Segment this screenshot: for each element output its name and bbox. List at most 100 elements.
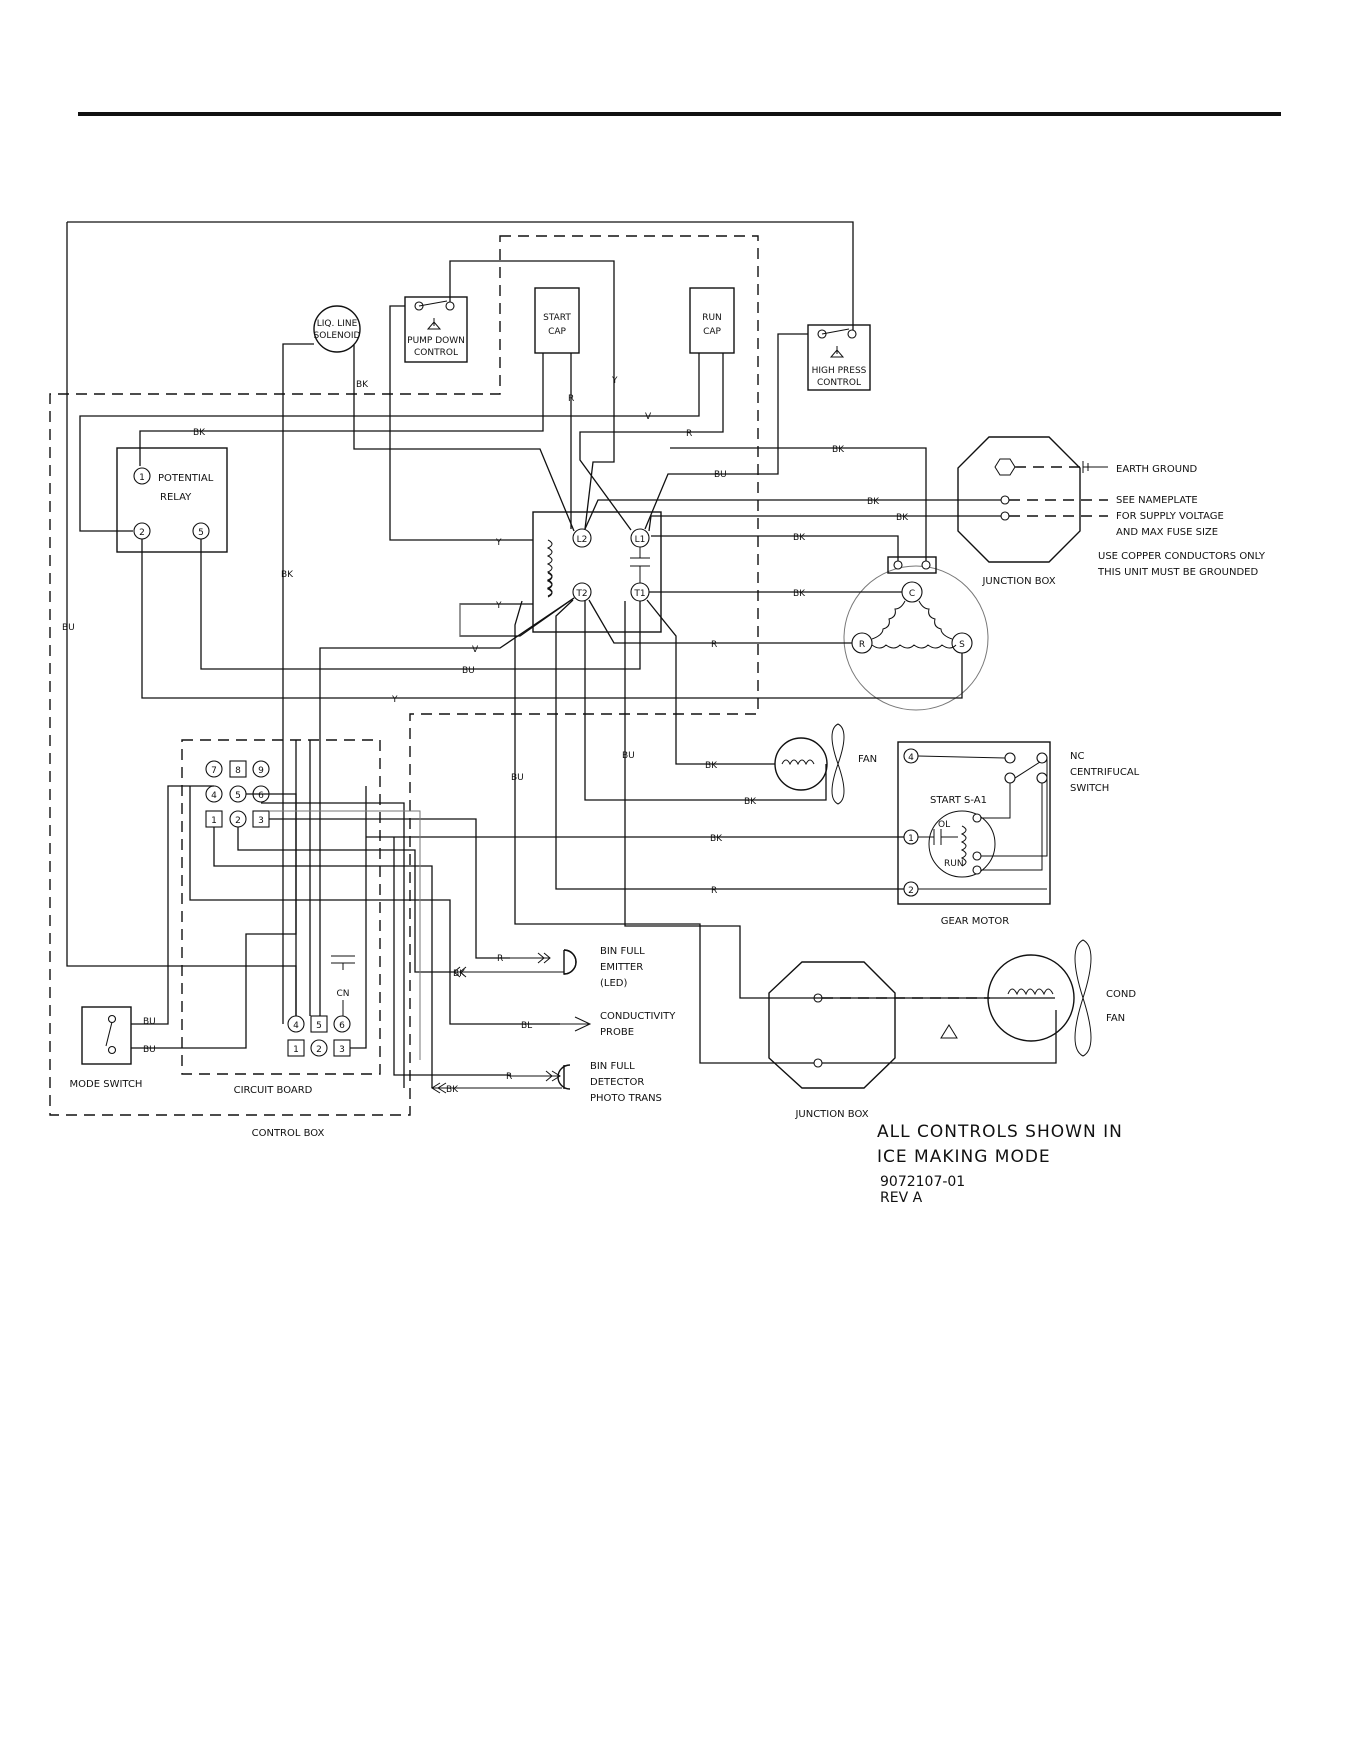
svg-text:2: 2 xyxy=(908,886,914,896)
svg-text:2: 2 xyxy=(139,528,145,538)
svg-text:1: 1 xyxy=(139,473,145,483)
svg-text:START: START xyxy=(543,313,571,323)
svg-text:(LED): (LED) xyxy=(600,978,627,989)
svg-text:BK: BK xyxy=(446,1085,459,1095)
run-cap: RUN CAP xyxy=(689,287,735,354)
svg-text:JUNCTION BOX: JUNCTION BOX xyxy=(794,1109,868,1120)
svg-text:1: 1 xyxy=(908,834,914,844)
junction-box-top: JUNCTION BOX xyxy=(957,436,1081,587)
svg-text:FOR SUPPLY VOLTAGE: FOR SUPPLY VOLTAGE xyxy=(1116,511,1224,522)
svg-text:CENTRIFUCAL: CENTRIFUCAL xyxy=(1070,767,1140,778)
svg-text:PROBE: PROBE xyxy=(600,1027,634,1038)
svg-text:FAN: FAN xyxy=(858,754,877,765)
svg-text:CAP: CAP xyxy=(703,327,721,337)
svg-text:BK: BK xyxy=(193,428,206,438)
svg-text:BU: BU xyxy=(143,1017,156,1027)
svg-text:BK: BK xyxy=(793,533,806,543)
wire-color-labels: BK BK R Y V R BU BK BK BK BK Y BK Y BK V… xyxy=(62,376,909,1095)
svg-text:Y: Y xyxy=(391,695,398,705)
svg-text:BK: BK xyxy=(710,834,723,844)
svg-text:SEE NAMEPLATE: SEE NAMEPLATE xyxy=(1116,495,1198,506)
svg-text:COND: COND xyxy=(1106,989,1136,1000)
circuit-board: 7 8 9 4 5 6 1 2 3 4 5 6 1 2 3 CN CIRCUIT… xyxy=(205,760,355,1096)
svg-text:BK: BK xyxy=(356,380,369,390)
svg-text:RUN: RUN xyxy=(702,313,722,323)
svg-text:9072107-01: 9072107-01 xyxy=(880,1174,965,1190)
svg-text:EARTH GROUND: EARTH GROUND xyxy=(1116,464,1198,475)
start-cap: START CAP xyxy=(534,287,580,354)
svg-text:BK: BK xyxy=(867,497,880,507)
svg-text:R: R xyxy=(506,1072,512,1082)
svg-text:6: 6 xyxy=(339,1021,345,1031)
wires xyxy=(66,221,1057,1088)
svg-text:CIRCUIT BOARD: CIRCUIT BOARD xyxy=(234,1085,313,1096)
svg-text:RELAY: RELAY xyxy=(160,492,192,503)
svg-text:R: R xyxy=(711,886,717,896)
mode-switch: MODE SWITCH xyxy=(70,1006,143,1090)
svg-text:BIN FULL: BIN FULL xyxy=(590,1061,635,1072)
svg-text:BK: BK xyxy=(832,445,845,455)
svg-text:CAP: CAP xyxy=(548,327,566,337)
svg-text:OL: OL xyxy=(938,820,950,830)
svg-text:NC: NC xyxy=(1070,751,1084,762)
svg-text:BU: BU xyxy=(462,666,475,676)
svg-text:REV A: REV A xyxy=(880,1190,923,1206)
svg-text:CN: CN xyxy=(336,989,349,999)
svg-text:1: 1 xyxy=(293,1045,299,1055)
svg-text:T1: T1 xyxy=(633,589,645,599)
svg-text:BK: BK xyxy=(453,969,466,979)
svg-text:CONTROL: CONTROL xyxy=(817,378,861,388)
svg-text:DETECTOR: DETECTOR xyxy=(590,1077,644,1088)
svg-text:C: C xyxy=(909,589,915,599)
svg-text:MODE SWITCH: MODE SWITCH xyxy=(70,1079,143,1090)
enclosures xyxy=(49,235,759,1116)
svg-text:R: R xyxy=(686,429,692,439)
contactor: L2 L1 T2 T1 xyxy=(532,511,662,633)
pump-down-control: PUMP DOWN CONTROL xyxy=(404,296,468,363)
svg-text:USE COPPER CONDUCTORS ONLY: USE COPPER CONDUCTORS ONLY xyxy=(1098,551,1266,562)
svg-text:THIS UNIT MUST BE GROUNDED: THIS UNIT MUST BE GROUNDED xyxy=(1097,567,1258,578)
warning-triangle-icon xyxy=(940,1024,958,1039)
svg-text:PUMP DOWN: PUMP DOWN xyxy=(407,336,465,346)
svg-text:4: 4 xyxy=(211,791,217,801)
svg-text:POTENTIAL: POTENTIAL xyxy=(158,473,214,484)
conductivity-probe: CONDUCTIVITY PROBE xyxy=(560,1011,676,1038)
svg-text:BK: BK xyxy=(896,513,909,523)
svg-text:LIQ. LINE: LIQ. LINE xyxy=(317,319,358,329)
svg-text:8: 8 xyxy=(235,766,241,776)
svg-text:BU: BU xyxy=(143,1045,156,1055)
svg-text:HIGH PRESS: HIGH PRESS xyxy=(812,366,867,376)
svg-text:3: 3 xyxy=(339,1045,345,1055)
svg-text:SWITCH: SWITCH xyxy=(1070,783,1109,794)
svg-text:PHOTO TRANS: PHOTO TRANS xyxy=(590,1093,662,1104)
bin-full-emitter: BIN FULL EMITTER (LED) xyxy=(453,946,645,989)
gear-motor: 4 1 2 START S-A1 OL RUN GEAR MOTOR xyxy=(897,741,1051,927)
svg-text:2: 2 xyxy=(235,816,241,826)
svg-text:T2: T2 xyxy=(575,589,587,599)
svg-text:V: V xyxy=(645,412,652,422)
svg-text:3: 3 xyxy=(258,816,264,826)
svg-text:L1: L1 xyxy=(635,535,646,545)
svg-text:5: 5 xyxy=(235,791,241,801)
svg-text:RUN: RUN xyxy=(944,859,964,869)
svg-text:BU: BU xyxy=(622,751,635,761)
bin-full-detector: BIN FULL DETECTOR PHOTO TRANS xyxy=(431,1061,662,1104)
svg-text:START S-A1: START S-A1 xyxy=(930,795,987,806)
svg-text:R: R xyxy=(711,640,717,650)
svg-text:4: 4 xyxy=(293,1021,299,1031)
svg-text:6: 6 xyxy=(258,791,264,801)
svg-text:BK: BK xyxy=(793,589,806,599)
svg-text:JUNCTION BOX: JUNCTION BOX xyxy=(981,576,1055,587)
svg-text:4: 4 xyxy=(908,753,914,763)
svg-text:FAN: FAN xyxy=(1106,1013,1125,1024)
compressor: C R S xyxy=(843,556,989,711)
svg-text:ICE MAKING MODE: ICE MAKING MODE xyxy=(877,1147,1051,1167)
svg-text:V: V xyxy=(472,645,479,655)
potential-relay: 1 POTENTIAL RELAY 2 5 xyxy=(116,447,228,553)
svg-text:2: 2 xyxy=(316,1045,322,1055)
svg-text:Y: Y xyxy=(495,538,502,548)
svg-text:5: 5 xyxy=(198,528,204,538)
svg-text:5: 5 xyxy=(316,1021,322,1031)
svg-text:BL: BL xyxy=(521,1021,532,1031)
